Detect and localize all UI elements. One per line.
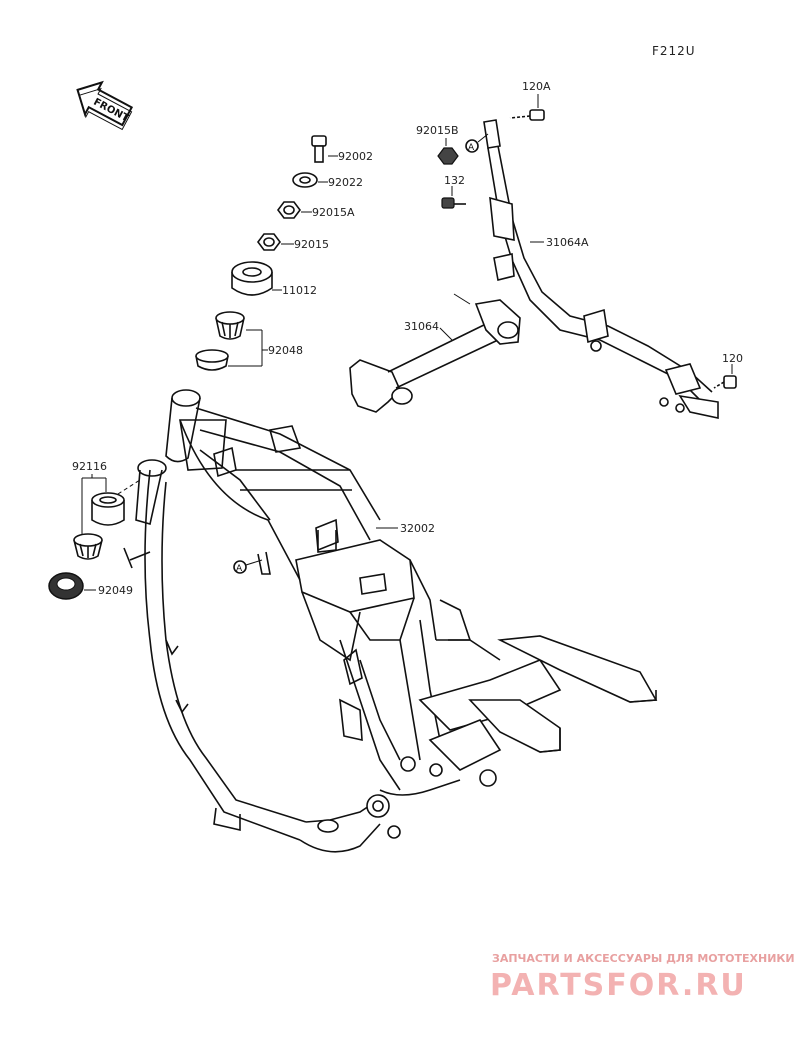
main-frame-32002 xyxy=(123,389,658,853)
nut-92015B-icon xyxy=(437,138,459,165)
castle-nut-92015A-icon xyxy=(277,201,312,219)
leader-31064-tip xyxy=(453,293,471,305)
cap-11012-icon xyxy=(231,261,282,296)
callout-31064A: 31064A xyxy=(546,236,589,249)
bearing-race-92048-lower-icon xyxy=(195,349,229,371)
front-arrow-icon: FRONT xyxy=(76,80,134,131)
callout-132: 132 xyxy=(444,174,465,187)
svg-text:A: A xyxy=(468,143,475,153)
cross-member-31064 xyxy=(349,299,521,413)
callout-120: 120 xyxy=(722,352,743,365)
bearing-race-92116-icon xyxy=(91,492,125,526)
svg-text:A: A xyxy=(236,564,243,574)
bearing-92048-upper-icon xyxy=(215,311,245,340)
callout-120A: 120A xyxy=(522,80,551,93)
bolt-92002-icon xyxy=(311,135,338,163)
bolt-120A-icon xyxy=(509,94,545,121)
callout-92116: 92116 xyxy=(72,460,107,473)
castle-nut-92015-icon xyxy=(257,233,294,251)
bolt-120-icon xyxy=(713,364,737,389)
callout-92049: 92049 xyxy=(98,584,133,597)
callout-92048: 92048 xyxy=(268,344,303,357)
seal-92049-icon xyxy=(48,572,96,600)
bolt-132-icon xyxy=(441,186,466,209)
assembly-line-left xyxy=(117,479,141,495)
reference-mark-a-frame: A xyxy=(233,559,263,574)
washer-92022-icon xyxy=(292,172,328,188)
callout-11012: 11012 xyxy=(282,284,317,297)
callout-92002: 92002 xyxy=(338,150,373,163)
callout-31064: 31064 xyxy=(404,320,439,333)
bracket-92048-leader xyxy=(228,329,268,367)
callout-92015: 92015 xyxy=(294,238,329,251)
callout-32002: 32002 xyxy=(400,522,435,535)
watermark-logo: PARTSFOR.RU xyxy=(490,968,747,1003)
figure-code: F212U xyxy=(652,44,696,58)
callout-92015B: 92015B xyxy=(416,124,459,137)
side-member-31064A xyxy=(483,119,719,419)
bearing-92116-icon xyxy=(73,533,103,560)
reference-mark-a-member: A xyxy=(465,133,489,153)
watermark-tagline: ЗАПЧАСТИ И АКСЕССУАРЫ ДЛЯ МОТОТЕХНИКИ xyxy=(492,952,795,965)
callout-92015A: 92015A xyxy=(312,206,355,219)
leader-31064 xyxy=(439,327,453,341)
callout-92022: 92022 xyxy=(328,176,363,189)
